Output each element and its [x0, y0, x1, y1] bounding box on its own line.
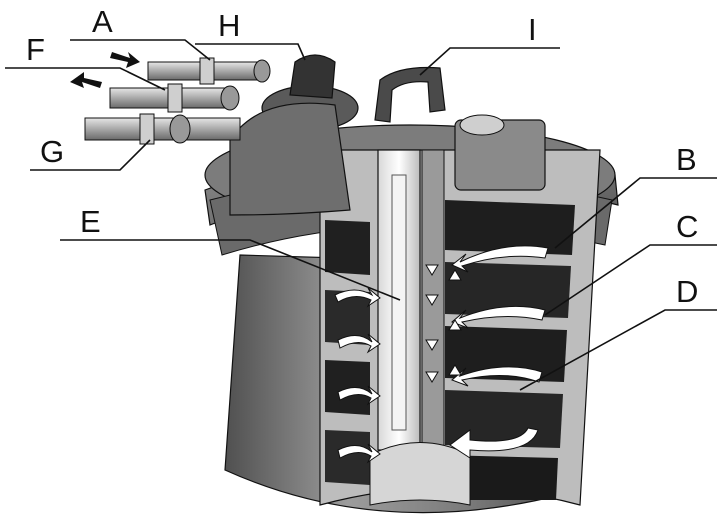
flow-arrow	[451, 245, 549, 273]
label-c: C	[676, 209, 698, 244]
leader-d	[519, 309, 717, 391]
arrow-out-icon	[70, 72, 102, 88]
filter-foam-layers	[440, 200, 575, 500]
label-f: F	[26, 32, 45, 67]
lid-dome	[229, 102, 351, 216]
hose-connectors	[84, 57, 271, 145]
filter-foam-left	[325, 220, 370, 485]
label-b: B	[676, 142, 697, 177]
leader-e	[60, 239, 401, 301]
leader-f	[5, 67, 166, 91]
leader-b	[554, 177, 717, 249]
flow-arrow	[337, 333, 381, 354]
flow-arrow	[448, 269, 462, 281]
outlet-connector-f	[109, 83, 240, 113]
flow-arrow	[425, 294, 439, 306]
inlet-connector-a	[147, 57, 271, 85]
flow-arrow	[337, 385, 381, 406]
direction-arrows	[70, 52, 140, 88]
cutaway-interior	[319, 114, 601, 506]
flow-arrows	[334, 245, 549, 464]
callout-labels: A H I F G B C D E	[26, 4, 698, 309]
leader-i	[419, 47, 560, 76]
flow-arrow	[448, 364, 462, 376]
leader-lines	[5, 39, 717, 391]
flow-arrow	[425, 339, 439, 351]
flow-arrow	[451, 305, 546, 329]
leader-a	[70, 39, 211, 61]
label-d: D	[676, 274, 698, 309]
lid-handle	[374, 66, 446, 123]
flow-arrow	[448, 319, 462, 331]
flow-arrow	[451, 366, 543, 387]
arrow-in-icon	[110, 52, 140, 68]
flow-arrow	[425, 371, 439, 383]
label-h: H	[218, 8, 240, 43]
leader-h	[195, 43, 306, 61]
label-g: G	[40, 134, 64, 169]
flow-arrow	[425, 264, 439, 276]
label-e: E	[80, 204, 101, 239]
drain-connector-g	[84, 113, 241, 145]
flow-arrow	[337, 443, 381, 464]
flow-arrow	[449, 427, 539, 459]
uv-lamp	[391, 174, 407, 431]
label-a: A	[92, 4, 113, 39]
leader-c	[544, 244, 717, 316]
label-i: I	[528, 12, 537, 47]
leader-g	[30, 139, 151, 171]
flow-arrow	[334, 287, 381, 308]
